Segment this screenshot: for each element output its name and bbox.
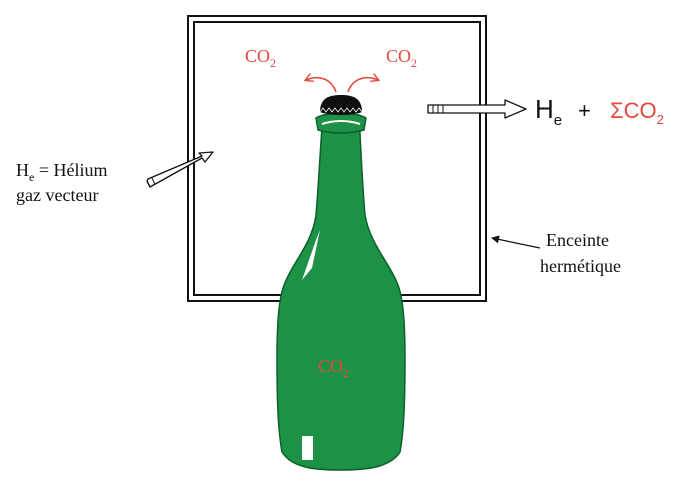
co2-label-left: CO2 [245, 46, 276, 70]
pencil-arrow-icon [146, 151, 214, 188]
pencil-arrow-icon [427, 99, 527, 119]
arrow-icon [491, 235, 541, 249]
bottle-body [276, 114, 406, 471]
bottle-highlight [302, 230, 320, 280]
inlet-label-line2: gaz vecteur [16, 185, 98, 205]
outlet-helium: He [535, 94, 562, 129]
co2-label-right: CO2 [386, 46, 417, 70]
enclosure-label-line2: hermétique [540, 256, 621, 276]
bottle-highlight-bottom [302, 436, 313, 460]
co2-emission-arrows [306, 78, 378, 93]
curved-arrow-icon [347, 78, 378, 93]
outlet-sum-co2: ΣCO2 [610, 98, 664, 127]
inlet-label-line1: He = Hélium [16, 160, 107, 184]
co2-label-bottle: CO2 [318, 356, 349, 380]
enclosure-label-line1: Enceinte [546, 230, 609, 250]
champagne-bottle [276, 95, 406, 471]
curved-arrow-icon [306, 78, 337, 93]
outlet-plus: + [578, 98, 591, 123]
